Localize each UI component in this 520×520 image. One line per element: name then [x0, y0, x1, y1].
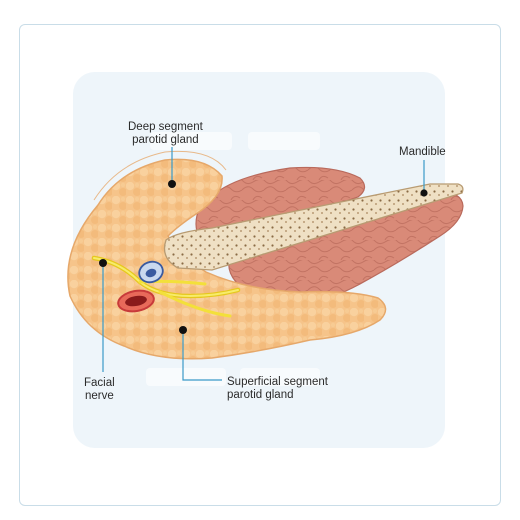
label-mandible: Mandible: [399, 146, 446, 159]
placeholder-box: [240, 368, 320, 386]
label-facial-nerve: Facial nerve: [84, 377, 115, 403]
placeholder-box: [150, 132, 232, 150]
placeholder-box: [146, 368, 226, 386]
vein-lumen: [145, 268, 157, 278]
label-superficial-line1: Superficial segment: [227, 376, 328, 388]
label-superficial-line2: parotid gland: [227, 389, 294, 401]
label-mandible-line1: Mandible: [399, 146, 446, 158]
parotid-gland: [67, 158, 387, 360]
label-deep-line2: parotid gland: [132, 134, 199, 146]
mandible-bone: [163, 183, 464, 271]
leader-facial-nerve: [99, 259, 107, 372]
label-deep-line1: Deep segment: [128, 121, 203, 133]
label-deep-segment: Deep segment parotid gland: [128, 121, 203, 147]
facial-nerve-branch: [158, 290, 232, 318]
leader-deep: [168, 147, 176, 188]
leader-superficial: [179, 326, 222, 381]
label-facial-line1: Facial: [84, 377, 115, 389]
placeholder-box: [248, 132, 320, 150]
label-facial-line2: nerve: [84, 390, 114, 402]
gland-capsule: [93, 150, 227, 201]
leader-mandible: [420, 160, 428, 197]
label-superficial-segment: Superficial segment parotid gland: [227, 376, 328, 402]
artery-lumen: [125, 295, 147, 307]
